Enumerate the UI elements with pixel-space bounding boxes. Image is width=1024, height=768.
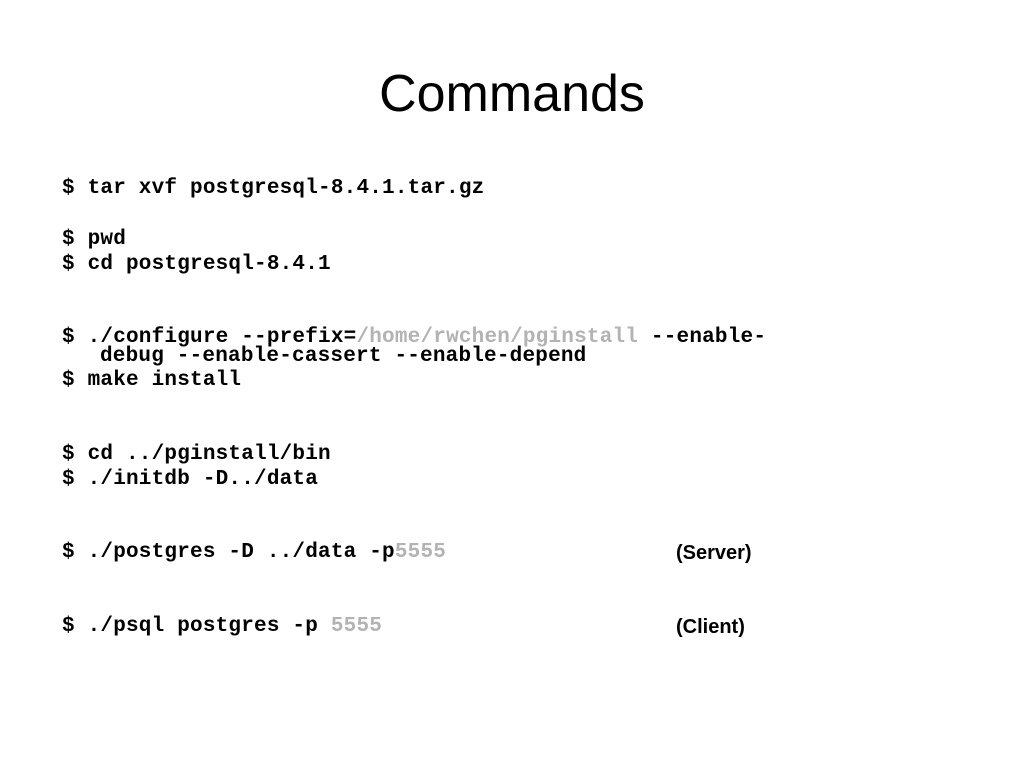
- command-line-postgres: $ ./postgres -D ../data -p5555: [62, 541, 446, 565]
- configure-suffix-text: --enable-: [638, 326, 767, 349]
- command-line-configure: $ ./configure --prefix=/home/rwchen/pgin…: [62, 326, 766, 350]
- command-line-cd-source: $ cd postgresql-8.4.1: [62, 253, 331, 276]
- psql-command-text: $ ./psql postgres -p: [62, 615, 331, 638]
- configure-install-path: /home/rwchen/pginstall: [356, 326, 639, 349]
- postgres-command-text: $ ./postgres -D ../data -p: [62, 541, 395, 564]
- client-note: (Client): [676, 616, 745, 638]
- postgres-port: 5555: [394, 541, 447, 564]
- command-line-psql: $ ./psql postgres -p 5555: [62, 615, 382, 639]
- command-line-initdb: $ ./initdb -D../data: [62, 468, 319, 491]
- psql-port: 5555: [330, 615, 383, 638]
- slide-title: Commands: [379, 65, 645, 123]
- configure-prefix-text: $ ./configure --prefix=: [62, 326, 357, 349]
- command-line-tar: $ tar xvf postgresql-8.4.1.tar.gz: [62, 177, 485, 200]
- command-line-configure-continuation: debug --enable-cassert --enable-depend: [100, 345, 587, 368]
- command-line-pwd: $ pwd: [62, 228, 127, 251]
- command-line-make-install: $ make install: [62, 369, 242, 392]
- server-note: (Server): [676, 542, 752, 564]
- command-line-cd-bin: $ cd ../pginstall/bin: [62, 443, 331, 466]
